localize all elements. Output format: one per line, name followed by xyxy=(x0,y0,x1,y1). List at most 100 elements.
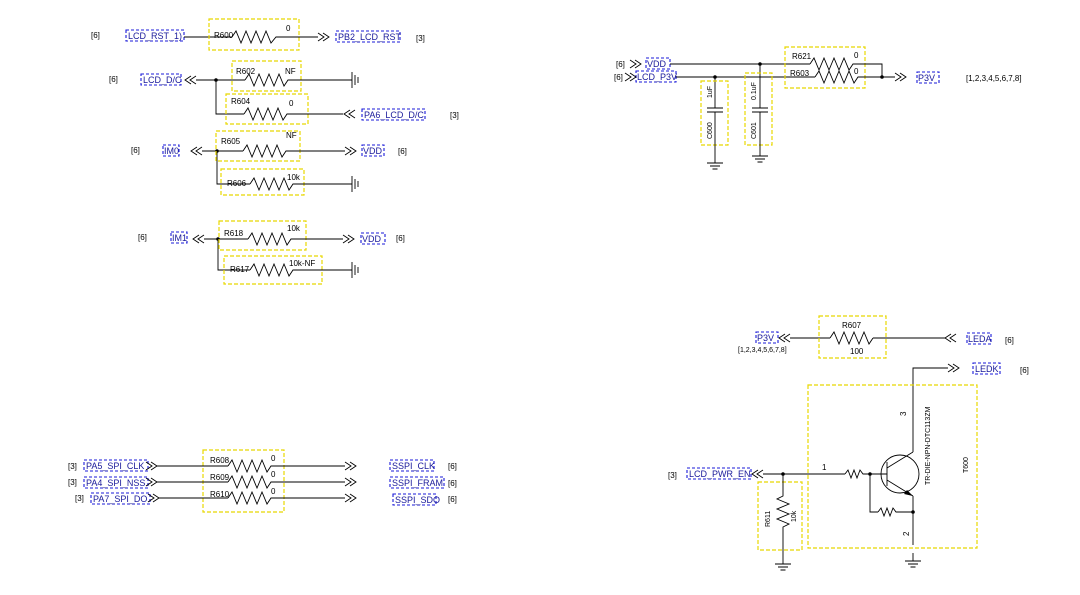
im1-ref-left: [6] xyxy=(138,233,147,242)
ledk-net-box xyxy=(972,362,1001,375)
r611-label: R611 xyxy=(765,511,772,527)
im0-net-left-box xyxy=(162,144,180,157)
spi-row2-net-right: SSPI_SDO xyxy=(395,495,440,505)
ledk-net: LEDK xyxy=(975,364,999,374)
p3v-junction xyxy=(880,75,884,79)
pwr-en-arrow-icon xyxy=(751,469,764,479)
transistor-ground-icon xyxy=(904,552,922,568)
r607-label: R607 xyxy=(842,321,862,330)
spi-row2-resistor xyxy=(227,490,345,506)
p3v-arrow-icon xyxy=(894,72,907,82)
spi-row1-net-right: SSPI_FRAM xyxy=(392,478,443,488)
r602-box xyxy=(231,60,302,92)
spi-row0-res: R608 xyxy=(210,456,230,465)
dc-ref-right: [3] xyxy=(450,111,459,120)
leda-ref: [6] xyxy=(1005,336,1014,345)
pin2-label: 2 xyxy=(902,531,911,536)
r618-box xyxy=(218,220,307,251)
r603-label: R603 xyxy=(790,69,810,78)
r621-label: R621 xyxy=(792,52,812,61)
im0-ref-left: [6] xyxy=(131,146,140,155)
im1-ref-right: [6] xyxy=(396,234,405,243)
r606-resistor xyxy=(249,176,352,192)
pwr-en-net: LCD_PWR_EN xyxy=(689,469,751,479)
im1-arrow-right-icon xyxy=(342,234,355,244)
transistor-block: [3] LCD_PWR_EN 1 3 2 TR-DIE-NPN-DTC113ZM… xyxy=(668,384,978,571)
r604-resistor xyxy=(243,106,343,122)
rst-block: [6] LCD_RST_1) R600 0 PB2_LCD_RST [3] xyxy=(91,18,425,51)
r621-value: 0 xyxy=(854,51,859,60)
im0-arrow-left-icon xyxy=(190,146,203,156)
transistor-designator: T600 xyxy=(963,457,970,473)
r607-value: 100 xyxy=(850,347,864,356)
spi-row1-val: 0 xyxy=(271,470,276,479)
r604-label: R604 xyxy=(231,97,251,106)
r602-label: R602 xyxy=(236,67,256,76)
im1-net-left: IM1 xyxy=(172,233,187,243)
p3v-net-box xyxy=(916,71,940,84)
spi-row2-arrow-in-icon xyxy=(147,493,160,503)
spi-row2-ref-right: [6] xyxy=(448,495,457,504)
r602-resistor xyxy=(244,72,352,88)
im1-arrow-left-icon xyxy=(192,234,205,244)
r606-label: R606 xyxy=(227,179,247,188)
leda-arrow-icon xyxy=(944,333,957,343)
spi-row2-arrow-out-icon xyxy=(344,493,357,503)
r617-label: R617 xyxy=(230,265,250,274)
spi-row0-net-right: SSPI_CLK xyxy=(392,461,435,471)
im1-block: [6] IM1 R618 10k VDD [6] R617 10k-NF xyxy=(138,220,405,285)
led-block: P3V [1,2,3,4,5,6,7,8] R607 100 LEDA [6] … xyxy=(738,315,1029,424)
lcd-p3v-arrow-icon xyxy=(624,72,637,82)
r604-value: 0 xyxy=(289,99,294,108)
r611-resistor xyxy=(775,474,791,556)
dc-net-right: PA6_LCD_D/C xyxy=(364,110,424,120)
c600-ground-icon xyxy=(706,154,724,170)
dc-net-right-box xyxy=(361,108,426,121)
lcd-p3v-net: LCD_P3V xyxy=(637,72,677,82)
r606-box xyxy=(220,168,305,196)
r602-value: NF xyxy=(285,67,296,76)
rst-net-left-box xyxy=(125,29,185,42)
p3v-ref-out: [1,2,3,4,5,6,7,8] xyxy=(966,74,1022,83)
r618-value: 10k xyxy=(287,224,301,233)
im0-arrow-right-icon xyxy=(344,146,357,156)
spi-row0-ref-left: [3] xyxy=(68,462,77,471)
c601-value: 0.1uF xyxy=(751,82,758,100)
spi-row0-arrow-out-icon xyxy=(344,461,357,471)
im0-block: [6] IM0 R605 NF VDD [6] R606 10k xyxy=(131,130,407,196)
rst-net-right: PB2_LCD_RST xyxy=(338,32,402,42)
r605-box xyxy=(215,130,301,162)
c600-value: 1uF xyxy=(707,86,714,98)
r606-value: 10k xyxy=(287,173,301,182)
spi-row2-net-right-box xyxy=(392,493,437,506)
r617-resistor xyxy=(249,262,352,278)
r621-resistor xyxy=(809,56,866,72)
ledk-arrow-icon xyxy=(947,363,960,373)
im0-net-right: VDD xyxy=(363,146,383,156)
spi-row1-ref-right: [6] xyxy=(448,479,457,488)
spi-row0-val: 0 xyxy=(271,454,276,463)
r603-value: 0 xyxy=(854,67,859,76)
pin1-label: 1 xyxy=(822,463,827,472)
p3v-ref: [6] xyxy=(614,73,623,82)
vdd-ref: [6] xyxy=(616,60,625,69)
c600-junction xyxy=(713,75,717,79)
c601-junction xyxy=(758,62,762,66)
r618-resistor xyxy=(247,231,343,247)
vdd-arrow-icon xyxy=(629,59,642,69)
im0-ref-right: [6] xyxy=(398,147,407,156)
leda-net-box xyxy=(966,332,992,345)
r600-box xyxy=(208,18,300,51)
c600-capacitor xyxy=(707,107,723,155)
spi-row2-net-left: PA7_SPI_DO xyxy=(93,494,147,504)
spi-row2-val: 0 xyxy=(271,487,276,496)
spi-row1-net-left: PA4_SPI_NSS xyxy=(86,478,145,488)
pin3-label: 3 xyxy=(899,411,908,416)
r605-value: NF xyxy=(286,131,297,140)
vdd-net-box xyxy=(645,57,671,70)
spi-block: [3] PA5_SPI_CLK R608 0 SSPI_CLK [6] [3] … xyxy=(68,449,457,513)
im1-ground-icon xyxy=(351,261,359,279)
power-block: [6] VDD [6] LCD_P3V 1uF C600 0.1uF C601 … xyxy=(614,46,1022,170)
be-resistor xyxy=(877,506,898,518)
im0-net-right-box xyxy=(361,144,385,157)
